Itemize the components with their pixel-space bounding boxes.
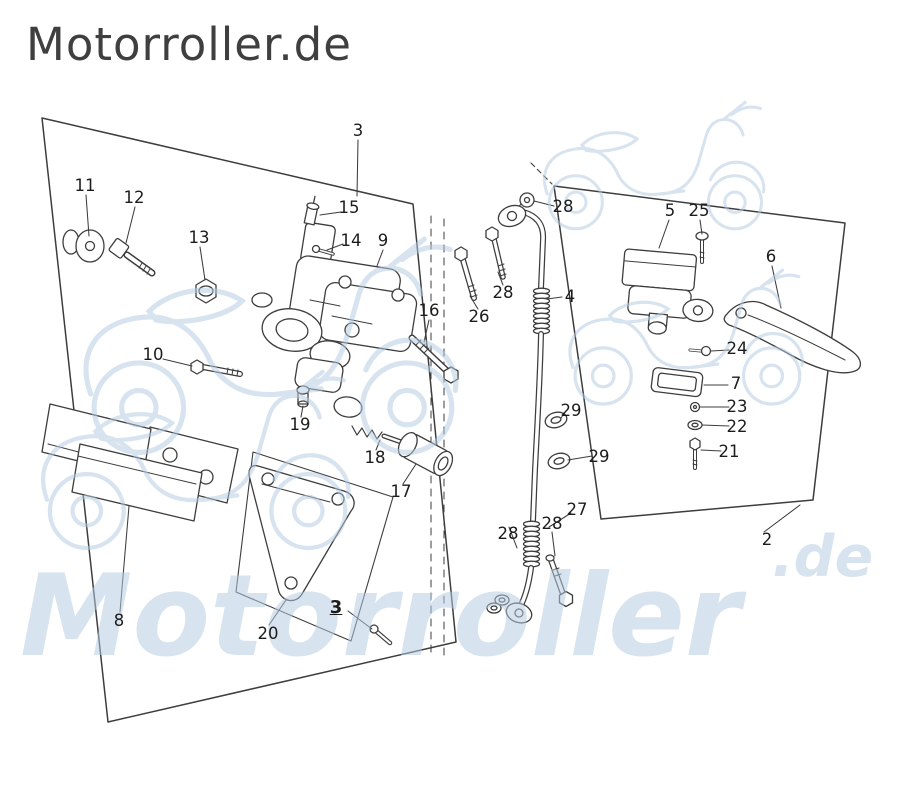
callout-20: 20 <box>257 623 279 643</box>
pin-part-19 <box>296 385 310 408</box>
callout-3-note: 3 <box>329 597 343 618</box>
callout-19: 19 <box>289 414 311 434</box>
screw-part-3-note <box>369 624 393 646</box>
callout-12: 12 <box>123 187 145 207</box>
callout-15: 15 <box>338 197 360 217</box>
screw-part-24 <box>688 345 712 357</box>
callout-28-b: 28 <box>552 196 574 216</box>
spacer-part-29b <box>547 452 571 470</box>
callout-28-a: 28 <box>492 282 514 302</box>
callout-18: 18 <box>364 447 386 467</box>
bleeder-valve-part-15 <box>303 195 320 226</box>
brake-pads-part-8 <box>41 403 239 522</box>
callout-25: 25 <box>688 200 710 220</box>
site-logo: Motorroller.de <box>26 18 352 71</box>
bolt-part-26 <box>454 246 478 301</box>
callout-29-a: 29 <box>560 400 582 420</box>
piston-part-17 <box>397 432 454 477</box>
callout-26: 26 <box>468 306 490 326</box>
callout-7: 7 <box>730 373 742 393</box>
callout-16: 16 <box>418 300 440 320</box>
callout-23: 23 <box>726 396 748 416</box>
callout-6: 6 <box>765 246 777 266</box>
callout-14: 14 <box>340 230 362 250</box>
nut-part-13 <box>195 278 217 304</box>
callout-22: 22 <box>726 416 748 436</box>
callout-28-d: 28 <box>541 513 563 533</box>
callout-5: 5 <box>664 200 676 220</box>
washer-part-28c <box>486 594 510 614</box>
callout-17: 17 <box>390 481 412 501</box>
callout-21: 21 <box>718 441 740 461</box>
screw-part-25 <box>695 231 709 264</box>
brake-hose-part-4 <box>497 204 551 624</box>
bolt-part-16 <box>408 334 459 384</box>
callout-10: 10 <box>142 344 164 364</box>
callout-3-panel1: 3 <box>352 120 364 140</box>
callout-11: 11 <box>74 175 96 195</box>
dashed-corner <box>530 162 553 185</box>
clamp-part-7 <box>650 367 704 398</box>
spacer-part-29a <box>544 411 568 429</box>
nut-part-23 <box>689 401 701 413</box>
panel-outlines <box>41 117 846 723</box>
callout-9: 9 <box>377 230 389 250</box>
brake-lever-part-6 <box>723 300 862 374</box>
callout-4: 4 <box>564 286 576 306</box>
brake-caliper <box>251 221 418 418</box>
callout-2: 2 <box>761 529 773 549</box>
bolt-part-10 <box>190 359 243 377</box>
bolt-part-12 <box>108 237 156 277</box>
callout-8: 8 <box>113 610 125 630</box>
callout-13: 13 <box>188 227 210 247</box>
washer-part-22 <box>687 419 703 431</box>
bolt-part-28a <box>485 226 507 280</box>
grommet-part-11 <box>62 229 105 263</box>
screw-part-21 <box>689 437 701 470</box>
callout-24: 24 <box>726 338 748 358</box>
banjo-bolt-part-28d <box>545 554 574 608</box>
callout-29-b: 29 <box>588 446 610 466</box>
callout-28-c: 28 <box>497 523 519 543</box>
callout-27: 27 <box>566 499 588 519</box>
bracket-part-20 <box>248 464 355 602</box>
